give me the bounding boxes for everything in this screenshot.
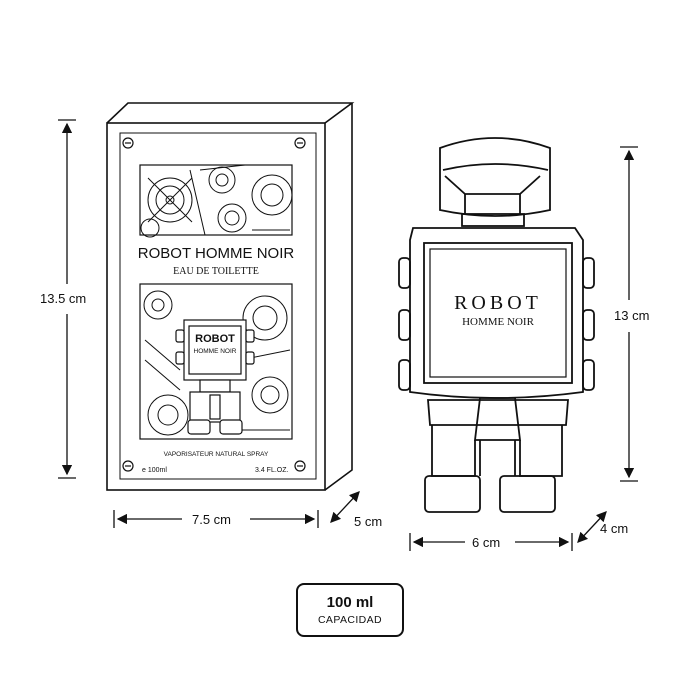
- gear-pattern: [143, 290, 291, 436]
- capacity-label: CAPACIDAD: [317, 614, 383, 626]
- dimension-lines: [58, 119, 638, 551]
- bottle-height-label: 13 cm: [614, 308, 650, 323]
- box-window-subtitle: HOMME NOIR: [193, 348, 237, 355]
- capacity-badge: 100 ml CAPACIDAD: [296, 583, 404, 637]
- screw-icon: [122, 137, 306, 472]
- box-volume-ml: e 100ml: [142, 467, 167, 474]
- box-height-label: 13.5 cm: [40, 291, 87, 306]
- box-title: ROBOT HOMME NOIR: [137, 245, 295, 262]
- bottle-label-subtitle: HOMME NOIR: [462, 316, 534, 328]
- perfume-box: [106, 102, 355, 491]
- capacity-value: 100 ml: [326, 594, 374, 611]
- box-volume-oz: 3.4 FL.OZ.: [255, 467, 289, 474]
- box-width-label: 7.5 cm: [192, 512, 232, 527]
- bottle-width-label: 6 cm: [472, 535, 501, 550]
- perfume-bottle: [398, 137, 595, 513]
- box-window-title: ROBOT: [195, 333, 235, 345]
- gear-pattern: [140, 164, 293, 238]
- box-subtitle: EAU DE TOILETTE: [173, 266, 259, 277]
- bottle-label-title: ROBOT: [454, 292, 542, 314]
- box-spray-text: VAPORISATEUR NATURAL SPRAY: [163, 451, 269, 458]
- robot-bottle-miniature: [175, 319, 255, 435]
- box-depth-label: 5 cm: [354, 514, 383, 529]
- bottle-depth-label: 4 cm: [600, 521, 629, 536]
